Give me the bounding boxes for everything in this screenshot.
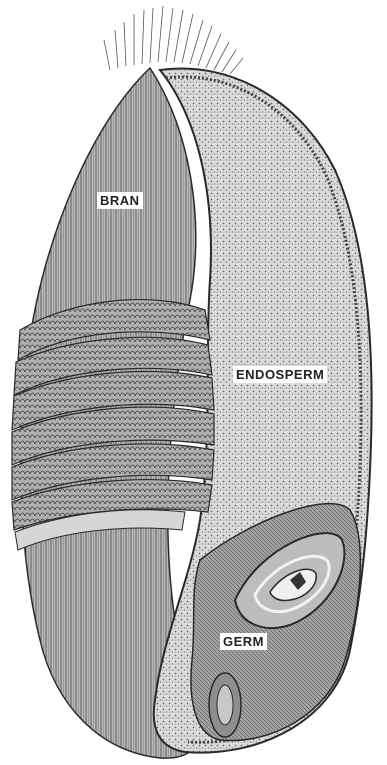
germ-label: GERM [220, 633, 267, 650]
endosperm-label: ENDOSPERM [233, 366, 327, 383]
brush-hairs [104, 6, 243, 74]
bran-label: BRAN [97, 192, 143, 209]
